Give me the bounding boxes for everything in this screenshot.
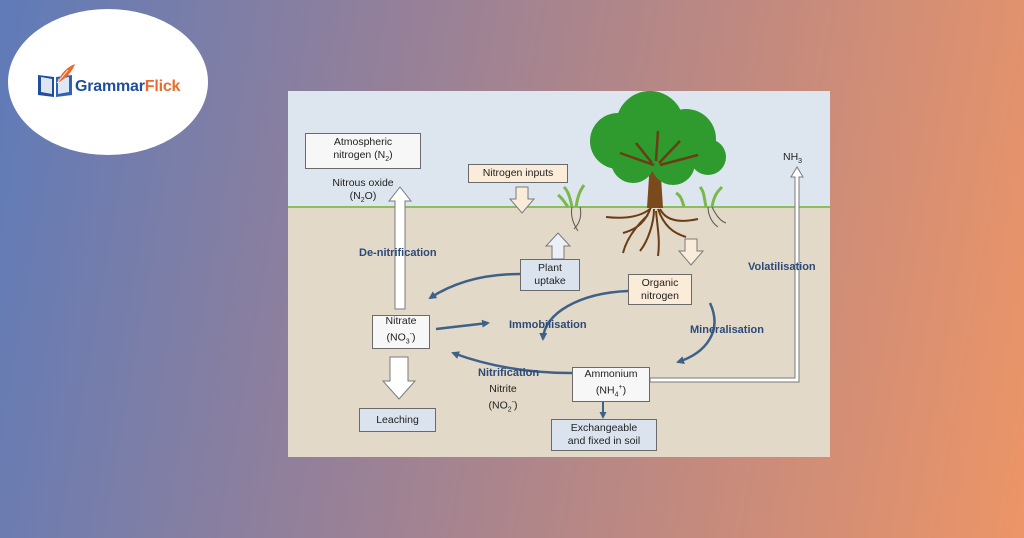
organic-input-arrow <box>677 238 705 266</box>
brand-name-part1: Grammar <box>75 78 145 95</box>
volatilisation-arrow <box>649 166 804 383</box>
nitrogen-cycle-diagram: Atmospheric nitrogen (N2) Nitrogen input… <box>288 91 830 457</box>
leaching-box: Leaching <box>359 408 436 432</box>
open-book-quill-icon <box>38 64 75 97</box>
tree-illustration <box>557 91 727 257</box>
organic-nitrogen-box: Organic nitrogen <box>628 274 692 305</box>
nitrate-box: Nitrate (NO3-) <box>372 315 430 349</box>
volatilisation-label: Volatilisation <box>748 261 816 273</box>
nitrogen-inputs-arrow <box>508 186 536 214</box>
nitrification-arrow <box>451 351 573 375</box>
plant-uptake-cycle-arrow <box>428 272 521 300</box>
immobilisation-label: Immobilisation <box>509 319 587 331</box>
atmospheric-line2: nitrogen (N2) <box>333 148 393 164</box>
nitrite-label: Nitrite (NO2-) <box>488 383 518 414</box>
ammonium-box: Ammonium (NH4+) <box>572 367 650 402</box>
exchangeable-box: Exchangeable and fixed in soil <box>551 419 657 451</box>
atmospheric-line1: Atmospheric <box>333 135 393 148</box>
brand-logo-badge: GrammarFlick <box>8 9 208 155</box>
brand-name: GrammarFlick <box>75 78 180 96</box>
nitrification-label: Nitrification <box>478 367 540 379</box>
leaching-arrow <box>381 356 417 400</box>
immobilisation-arrow-line <box>435 319 490 331</box>
nh3-label: NH3 <box>783 151 803 166</box>
nitrogen-inputs-box: Nitrogen inputs <box>468 164 568 183</box>
brand-name-part2: Flick <box>144 78 181 95</box>
diagram-graphics <box>288 91 830 419</box>
organic-immobilisation-arrow <box>539 289 629 341</box>
plant-uptake-arrow <box>544 232 572 260</box>
plant-uptake-box: Plant uptake <box>520 259 580 291</box>
denitrification-label: De-nitrification <box>359 247 437 259</box>
nitrous-oxide-label: Nitrous oxide (N2O) <box>332 177 394 205</box>
atmospheric-nitrogen-box: Atmospheric nitrogen (N2) <box>305 133 421 169</box>
mineralisation-label: Mineralisation <box>690 324 764 336</box>
denitrification-arrow <box>387 186 413 310</box>
organic-to-ammonium-arrow <box>676 302 716 364</box>
